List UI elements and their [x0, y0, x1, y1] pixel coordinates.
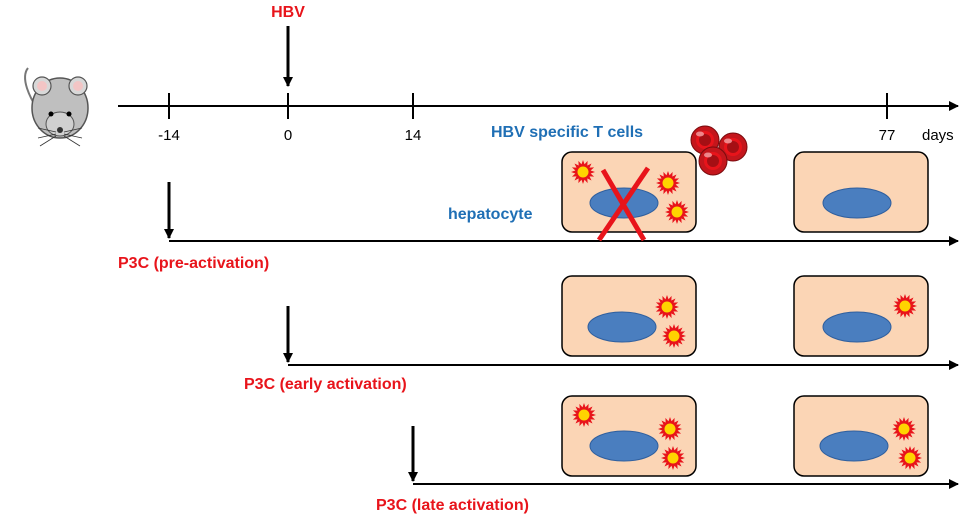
hepatocyte-cell-early-day14: [561, 275, 697, 357]
hepatocyte-cell-early-day77: [793, 275, 929, 357]
treatment-label-late: P3C (late activation): [376, 497, 529, 514]
mouse-icon: [24, 67, 89, 147]
cross-mark-icon: [596, 166, 651, 242]
tick-label-0: 0: [284, 127, 292, 144]
hepatocyte-cell-killed: [561, 151, 697, 242]
hepatocyte-label: hepatocyte: [448, 206, 533, 223]
t-cell-label: HBV specific T cells: [491, 124, 643, 141]
treatment-label-early: P3C (early activation): [244, 376, 407, 393]
t-cell-icon: [690, 125, 748, 176]
hepatocyte-cell-cleared: [793, 151, 929, 233]
axis-unit-label: days: [922, 127, 954, 144]
hepatocyte-cell-late-day14: [561, 395, 697, 477]
hbv-infection-label: HBV: [271, 4, 305, 21]
tick-label-minus14: -14: [158, 127, 180, 144]
treatment-label-pre: P3C (pre-activation): [118, 255, 269, 272]
tick-label-77: 77: [879, 127, 896, 144]
tick-label-14: 14: [405, 127, 422, 144]
hepatocyte-cell-late-day77: [793, 395, 929, 477]
